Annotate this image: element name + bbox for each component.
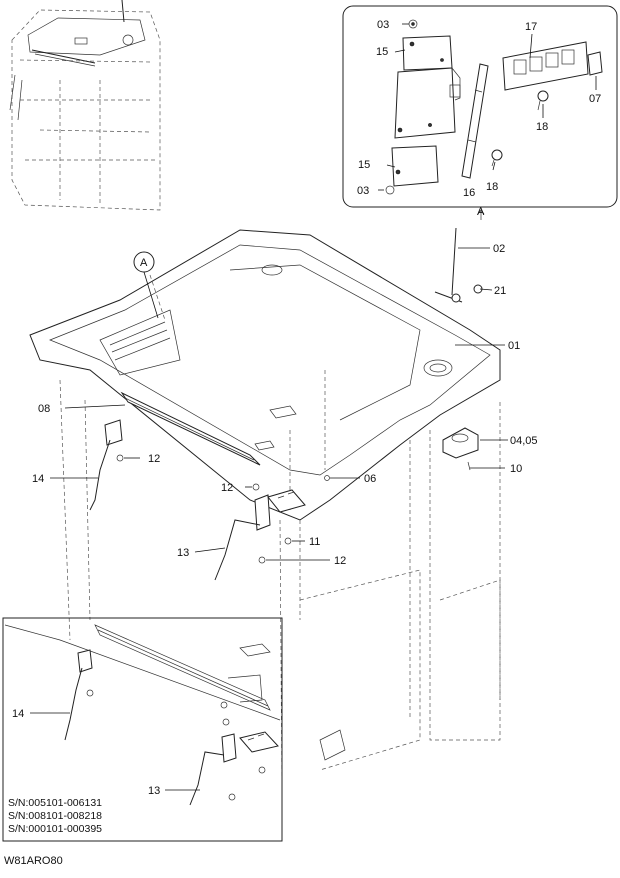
callout-06: 06 bbox=[364, 473, 376, 485]
antenna bbox=[434, 227, 483, 303]
serial-number-3: S/N:000101-000395 bbox=[8, 823, 102, 835]
bracket-and-harness-main bbox=[89, 419, 330, 581]
callout-03-top: 03 bbox=[377, 19, 389, 31]
callout-18-right: 18 bbox=[536, 121, 548, 133]
inset-callout-13: 13 bbox=[148, 785, 160, 797]
balloon-a bbox=[133, 251, 159, 319]
cab-overview-thumbnail bbox=[9, 0, 161, 211]
main-leader-lines bbox=[50, 247, 508, 561]
callout-12-a: 12 bbox=[148, 453, 160, 465]
callout-21: 21 bbox=[494, 285, 506, 297]
balloon-a-label: A bbox=[140, 257, 148, 269]
callout-08: 08 bbox=[38, 403, 50, 415]
callout-04-05: 04,05 bbox=[510, 435, 538, 447]
callout-14: 14 bbox=[32, 473, 44, 485]
callout-12-b: 12 bbox=[221, 482, 233, 494]
serial-number-2: S/N:008101-008218 bbox=[8, 810, 102, 822]
figure-id: W81ARO80 bbox=[4, 855, 63, 867]
callout-10: 10 bbox=[510, 463, 522, 475]
callout-07: 07 bbox=[589, 93, 601, 105]
speaker bbox=[442, 427, 479, 471]
callout-03-bottom: 03 bbox=[357, 185, 369, 197]
serial-number-1: S/N:005101-006131 bbox=[8, 797, 102, 809]
callout-11: 11 bbox=[309, 536, 320, 548]
detail-view-label: A bbox=[477, 206, 485, 218]
cab-frame-hidden-lines bbox=[59, 274, 501, 801]
callout-12-c: 12 bbox=[334, 555, 346, 567]
callout-15-bottom: 15 bbox=[358, 159, 370, 171]
roof-headliner bbox=[29, 229, 501, 521]
callout-01: 01 bbox=[508, 340, 520, 352]
detail-view-a bbox=[342, 5, 618, 220]
serial-variant-inset bbox=[2, 617, 283, 842]
callout-18-mid: 18 bbox=[486, 181, 498, 193]
callout-labels: 03 15 17 07 18 15 03 16 18 A A 02 21 01 … bbox=[4, 19, 601, 867]
callout-13: 13 bbox=[177, 547, 189, 559]
callout-15-top: 15 bbox=[376, 46, 388, 58]
callout-02: 02 bbox=[493, 243, 505, 255]
inset-callout-14: 14 bbox=[12, 708, 24, 720]
callout-17: 17 bbox=[525, 21, 537, 33]
callout-16: 16 bbox=[463, 187, 475, 199]
